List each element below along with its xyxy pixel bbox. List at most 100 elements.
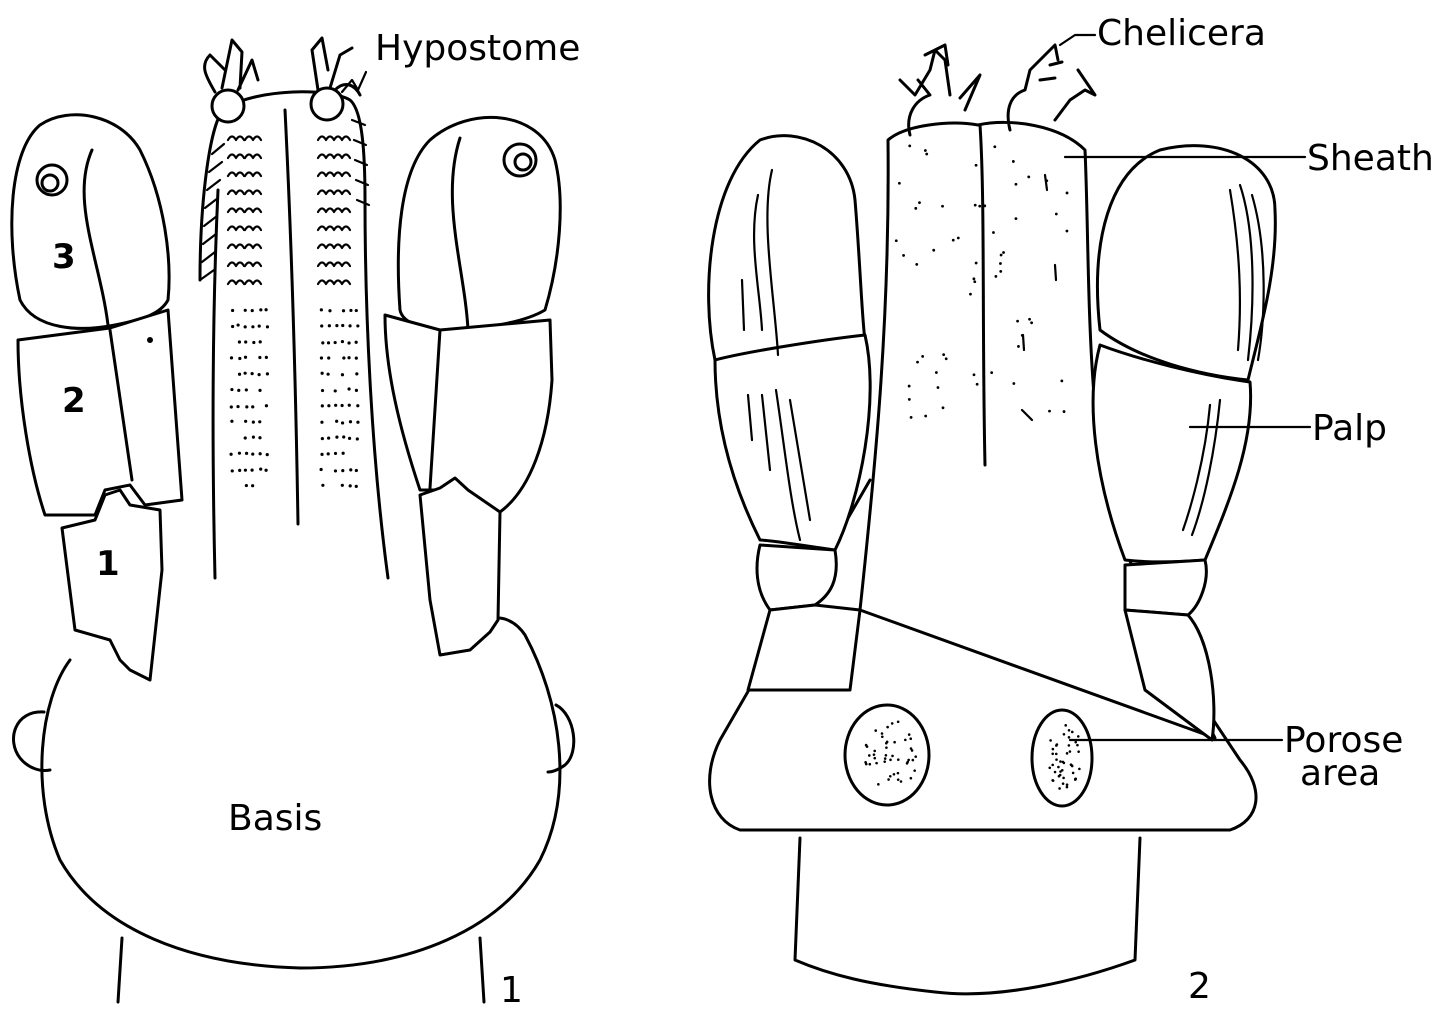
denticle-dot — [356, 421, 359, 424]
denticle-dot — [327, 404, 330, 407]
porose-dot — [873, 757, 876, 760]
denticle-dot — [258, 356, 261, 359]
porose-dot — [1066, 783, 1069, 786]
denticle-dot — [259, 340, 262, 343]
porose-dot — [914, 755, 917, 758]
denticle-dot — [266, 372, 269, 375]
porose-dot — [893, 741, 896, 744]
left-palp-segment-1 — [62, 490, 162, 680]
porose-dot — [1059, 774, 1062, 777]
porose-dot — [912, 759, 915, 762]
denticle-dot — [320, 468, 323, 471]
denticle-row — [318, 155, 350, 159]
denticle-dot — [258, 324, 261, 327]
porose-dot — [886, 741, 889, 744]
porose-dot — [885, 746, 888, 749]
denticle-row — [228, 191, 261, 195]
denticle-dot — [230, 405, 233, 408]
figure-1-number: 1 — [500, 970, 523, 1010]
denticle-dot — [342, 452, 345, 455]
porose-dot — [908, 733, 911, 736]
denticle-dot — [244, 372, 247, 375]
porose-dot — [886, 726, 889, 729]
porose-dot — [1049, 739, 1052, 742]
stipple-dot — [972, 277, 975, 280]
porose-dot — [897, 778, 900, 781]
stipple-dot — [978, 205, 981, 208]
porose-dot — [1055, 753, 1058, 756]
porose-dot — [1068, 736, 1071, 739]
denticle-dot — [349, 309, 352, 312]
stipple-dot — [918, 201, 921, 204]
stipple-dot — [1060, 380, 1063, 383]
denticle-dot — [251, 309, 254, 312]
porose-dot — [1061, 769, 1064, 772]
denticle-dot — [356, 437, 359, 440]
porose-dot — [1052, 748, 1055, 751]
denticle-row — [228, 245, 261, 249]
stipple-dot — [908, 144, 911, 147]
denticle-dot — [264, 469, 267, 472]
porose-dot — [1071, 731, 1074, 734]
denticle-dot — [245, 405, 248, 408]
stipple-dot — [974, 204, 977, 207]
denticle-row — [318, 173, 350, 177]
denticle-dot — [349, 484, 352, 487]
basis-neck-left — [118, 938, 122, 1002]
denticle-dot — [238, 357, 241, 360]
porose-dot — [1057, 766, 1060, 769]
denticle-dot — [348, 437, 351, 440]
porose-dot — [889, 759, 892, 762]
porose-dot — [877, 783, 880, 786]
porose-dot — [1064, 724, 1067, 727]
stipple-dot — [976, 383, 979, 386]
denticle-dot — [348, 324, 351, 327]
porose-dot — [873, 750, 876, 753]
denticle-dot — [231, 469, 234, 472]
porose-dot — [1059, 760, 1062, 763]
stipple-dot — [935, 371, 938, 374]
stipple-dot — [937, 386, 940, 389]
denticle-row — [318, 227, 350, 231]
porose-dot — [1062, 761, 1065, 764]
porose-dot — [1051, 764, 1054, 767]
denticle-dot — [341, 340, 344, 343]
porose-dot — [884, 757, 887, 760]
denticle-row — [228, 281, 261, 285]
denticle-dot — [342, 435, 345, 438]
stipple-dot — [942, 406, 945, 409]
denticle-dot — [334, 469, 337, 472]
porose-dot — [897, 720, 900, 723]
stipple-dot — [1012, 160, 1015, 163]
stipple-dot — [924, 149, 927, 152]
denticle-dot — [347, 341, 350, 344]
left-palp: 3 2 1 — [12, 115, 182, 680]
porose-dot — [1056, 743, 1059, 746]
left-palp-segment-3 — [12, 115, 169, 329]
porose-dot — [910, 747, 913, 750]
denticle-dot — [320, 324, 323, 327]
denticle-row — [228, 173, 261, 177]
stipple-dot — [945, 357, 948, 360]
porose-dot — [883, 760, 886, 763]
stipple-dot — [921, 355, 924, 358]
stipple-dot — [973, 373, 976, 376]
denticle-dot — [349, 468, 352, 471]
denticle-dot — [356, 404, 359, 407]
figure-2-ventral-view: Chelicera Sheath Palp Porose area 2 — [709, 13, 1434, 1007]
denticle-dot — [230, 420, 233, 423]
stipple-dot — [924, 415, 927, 418]
denticle-dot — [258, 389, 261, 392]
stipple-dot — [975, 262, 978, 265]
denticle-dot — [244, 325, 247, 328]
stipple-dot — [957, 237, 960, 240]
porose-dot — [1062, 777, 1065, 780]
denticle-dot — [244, 469, 247, 472]
stipple-dot — [983, 204, 986, 207]
porose-dot — [897, 772, 900, 775]
denticle-dot — [320, 308, 323, 311]
stipple-dot — [898, 182, 901, 185]
porose-dot — [873, 753, 876, 756]
denticle-dot — [334, 452, 337, 455]
denticle-dot — [327, 373, 330, 376]
